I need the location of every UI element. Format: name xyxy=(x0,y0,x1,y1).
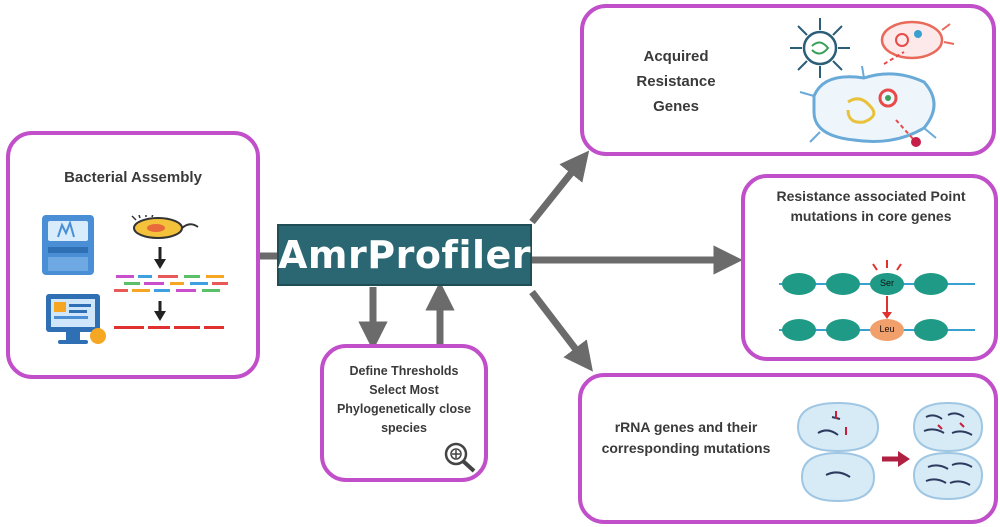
thresholds-box: Define Thresholds Select Most Phylogenet… xyxy=(320,344,488,482)
amrprofiler-hub: AmrProfiler xyxy=(277,224,532,286)
sequencer-icon xyxy=(42,215,94,275)
point-mutation-diagram xyxy=(779,260,975,341)
computer-analysis-icon xyxy=(46,294,106,344)
ser-label: Ser xyxy=(879,278,894,288)
assembled-contigs-icon xyxy=(114,326,224,329)
bacterium-icon xyxy=(131,215,199,239)
down-arrow-icon xyxy=(154,301,166,321)
hub-title: AmrProfiler xyxy=(277,233,532,277)
rrna-cells-diagram xyxy=(796,401,984,503)
bacterial-assembly-box: Bacterial Assembly xyxy=(6,131,260,379)
point-mutations-title: Resistance associated Point mutations in… xyxy=(776,188,966,224)
bacterial-assembly-title: Bacterial Assembly xyxy=(64,169,202,186)
bacteria-gene-transfer-icon xyxy=(790,18,955,147)
point-mutations-box: Resistance associated Point mutations in… xyxy=(741,174,998,361)
acquired-resistance-title: Acquired Resistance Genes xyxy=(636,48,716,115)
thresholds-title: Define Thresholds Select Most Phylogenet… xyxy=(336,364,472,435)
leu-label: Leu xyxy=(879,324,895,334)
down-arrow-icon xyxy=(154,247,166,269)
acquired-resistance-box: Acquired Resistance Genes xyxy=(580,4,996,156)
hub-to-acquired-arrow xyxy=(529,150,590,225)
rrna-title: rRNA genes and their corresponding mutat… xyxy=(601,419,771,456)
rrna-box: rRNA genes and their corresponding mutat… xyxy=(578,373,998,524)
sequence-reads-icon xyxy=(114,275,228,292)
hub-to-rrna-arrow xyxy=(529,289,593,372)
magnifier-icon xyxy=(444,442,476,473)
